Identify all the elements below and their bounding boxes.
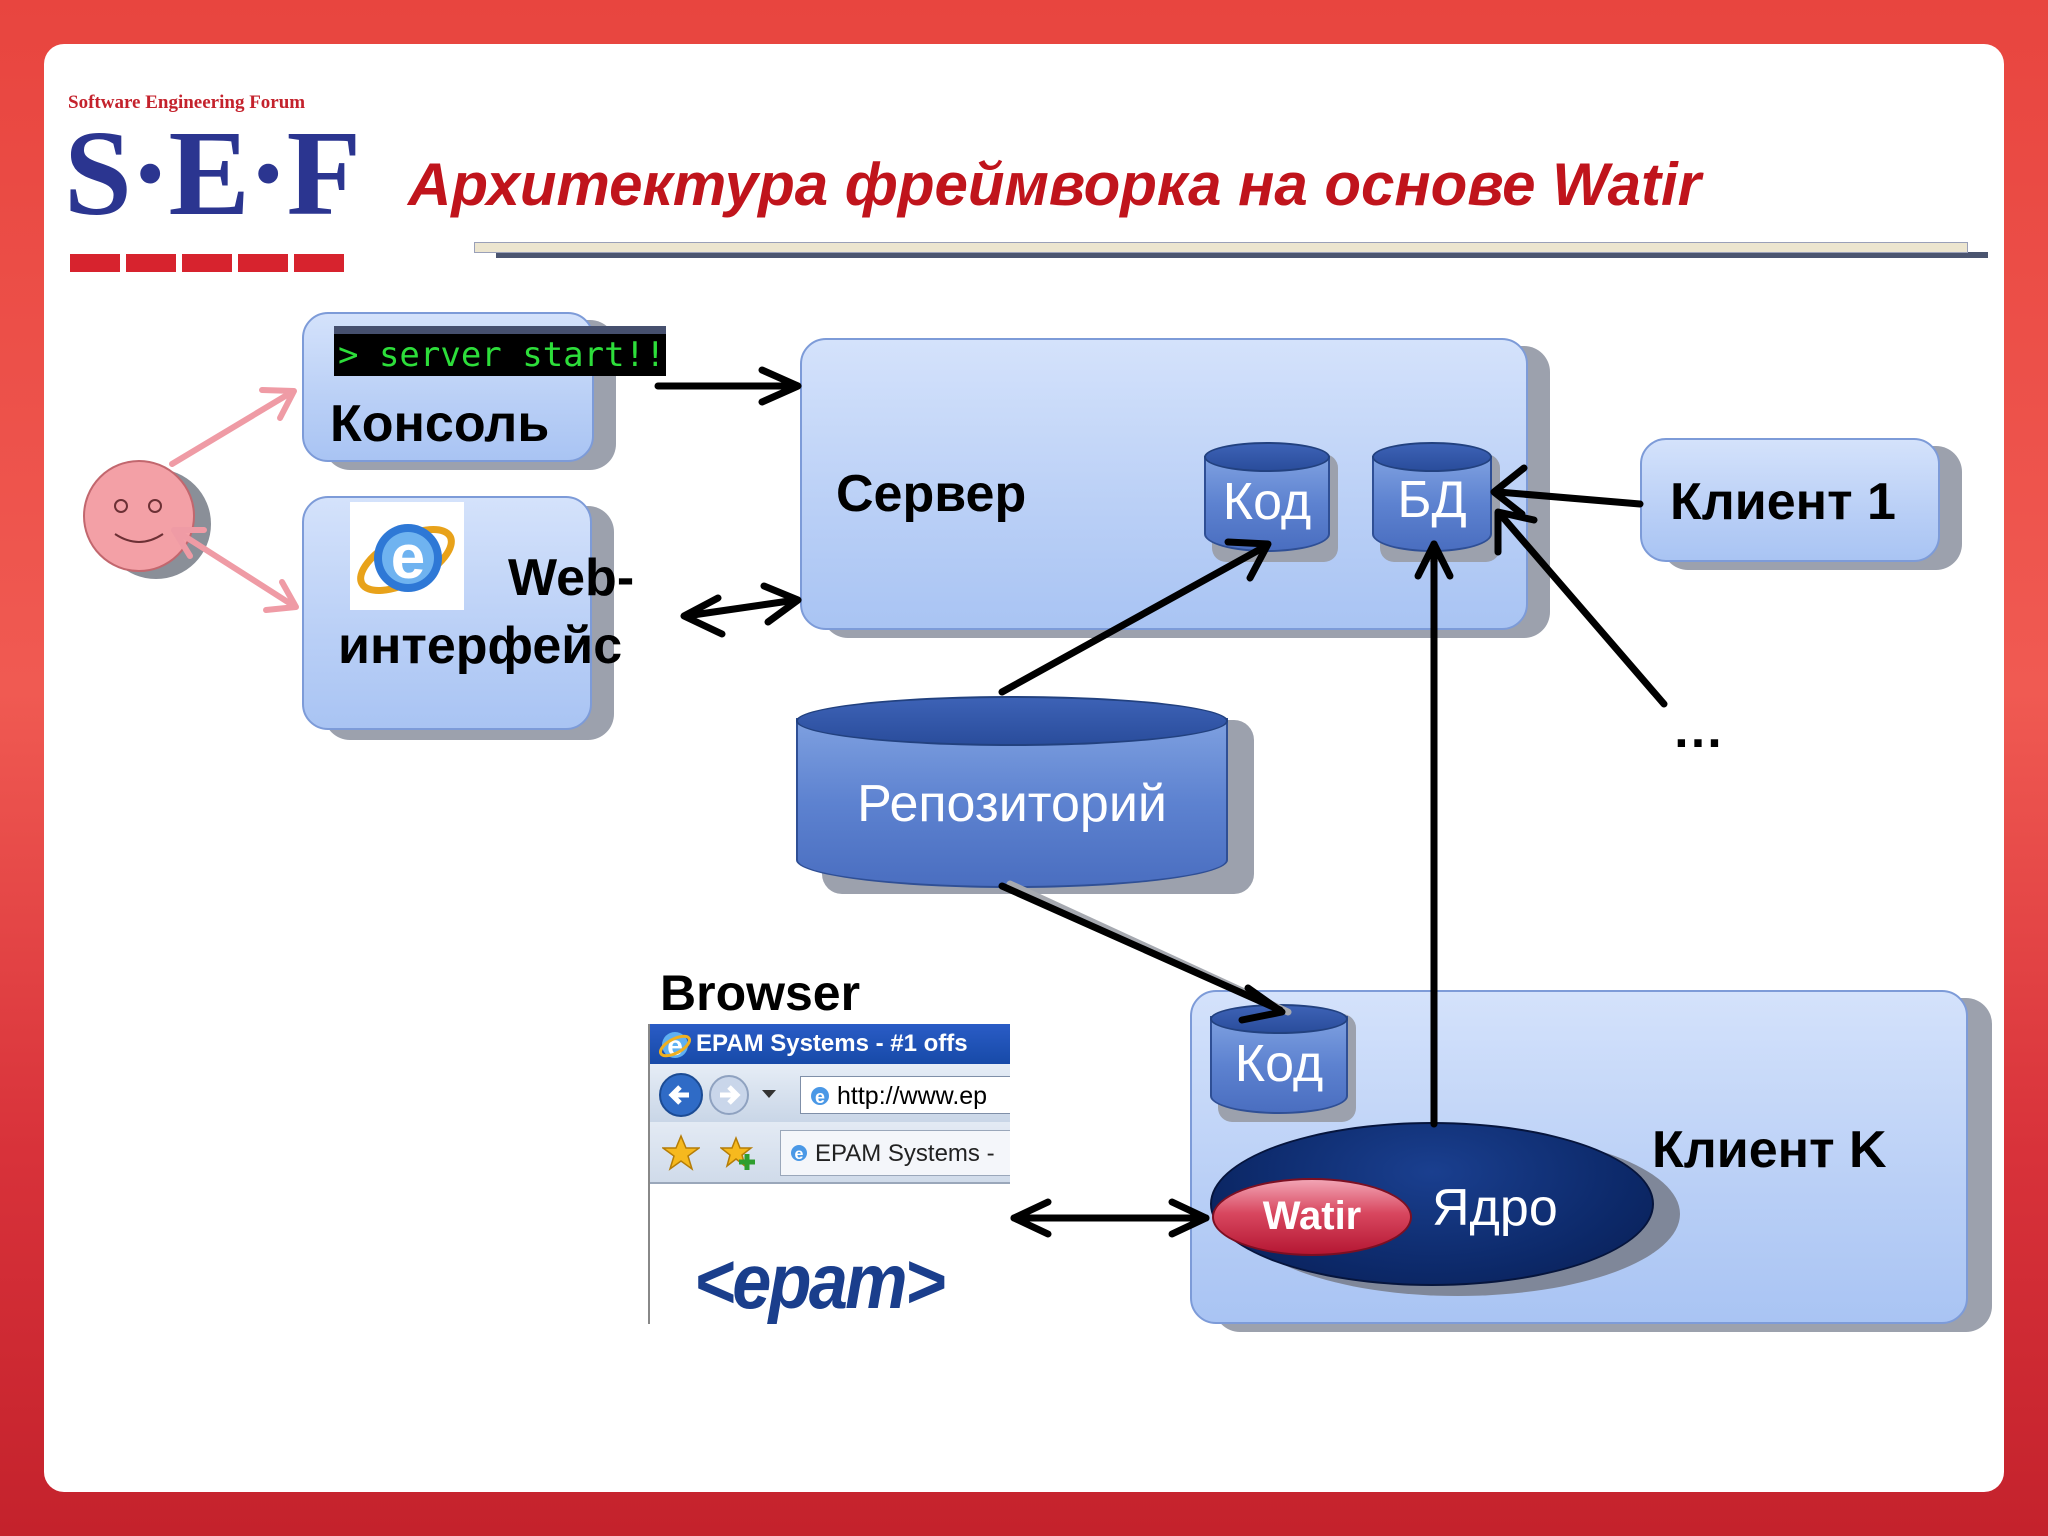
server-data-db-top	[1372, 442, 1492, 472]
server-code-db-label: Код	[1222, 473, 1312, 531]
epam-logo: <epam>	[694, 1237, 946, 1324]
forward-icon[interactable]	[708, 1074, 750, 1121]
arrows-layer	[169, 366, 1668, 1238]
repository-db-top	[796, 696, 1228, 746]
svg-text:e: e	[815, 1087, 825, 1107]
logo-main: S·E·F	[64, 106, 361, 241]
repo-to-clientK-code-arrow	[998, 882, 1286, 1024]
browser-window-title: EPAM Systems - #1 offs	[650, 1024, 1010, 1064]
logo-bar	[238, 254, 288, 272]
repo-to-server-code-arrow	[998, 538, 1272, 696]
logo-bar	[294, 254, 344, 272]
web-interface-label-1: Web-	[508, 549, 635, 607]
ie-tab-icon: e	[788, 1142, 810, 1169]
server-data-db-label: БД	[1397, 471, 1467, 529]
add-favorite-icon[interactable]	[718, 1135, 756, 1177]
logo-subtitle: Software Engineering Forum	[68, 92, 306, 113]
web-interface-label-2: интерфейс	[338, 617, 623, 675]
core-label: Ядро	[1432, 1179, 1558, 1237]
console-screen: > server start!!!	[334, 326, 666, 376]
core-to-db-arrow	[1414, 540, 1454, 1128]
console-to-server-arrow	[654, 366, 802, 406]
history-dropdown-icon[interactable]	[762, 1090, 776, 1098]
logo-bar	[70, 254, 120, 272]
slide: Software Engineering Forum S·E·F Архитек…	[44, 44, 2004, 1492]
title-underline	[474, 242, 1968, 253]
svg-text:e: e	[795, 1146, 804, 1163]
client1-to-db-arrow	[1490, 464, 1644, 518]
server-label: Сервер	[836, 465, 1027, 523]
browser-heading: Browser	[660, 965, 861, 1021]
watir-ellipse	[1212, 1178, 1412, 1256]
logo-bar	[182, 254, 232, 272]
slide-title: Архитектура фреймворка на основе Watir	[408, 151, 1702, 218]
client1-label: Клиент 1	[1670, 473, 1896, 531]
star-icon[interactable]	[660, 1134, 702, 1177]
web-server-arrow	[680, 582, 802, 638]
ie-title-icon: e	[658, 1028, 692, 1067]
user-web-arrow	[171, 527, 299, 613]
title-underline-shadow	[496, 252, 1988, 258]
logo-bar	[126, 254, 176, 272]
repository-db	[796, 718, 1228, 888]
ie-page-icon: e	[808, 1084, 832, 1113]
server-code-db-top	[1204, 442, 1330, 472]
address-bar[interactable]: http://www.ep	[800, 1076, 1010, 1114]
browser-tab[interactable]: EPAM Systems -	[780, 1130, 1010, 1176]
console-label: Консоль	[330, 395, 550, 453]
smiley-user-icon	[82, 458, 212, 587]
ie-icon: e	[350, 502, 464, 610]
browser-screenshot: EPAM Systems - #1 offs e http://www.ep e…	[648, 1024, 1010, 1324]
other-clients-to-db-arrow	[1494, 508, 1668, 708]
more-clients-ellipsis: …	[1672, 701, 1724, 759]
back-icon[interactable]	[658, 1072, 704, 1123]
browser-watir-arrow	[1010, 1198, 1210, 1238]
server-code-db	[1204, 456, 1330, 552]
svg-text:e: e	[391, 523, 425, 592]
user-to-console-arrow	[169, 387, 297, 467]
clientK-label: Клиент K	[1652, 1121, 1887, 1179]
client1-box	[1640, 438, 1940, 562]
watir-label: Watir	[1262, 1194, 1362, 1238]
repository-label: Репозиторий	[857, 775, 1167, 833]
clientK-code-db-label: Код	[1234, 1035, 1324, 1093]
